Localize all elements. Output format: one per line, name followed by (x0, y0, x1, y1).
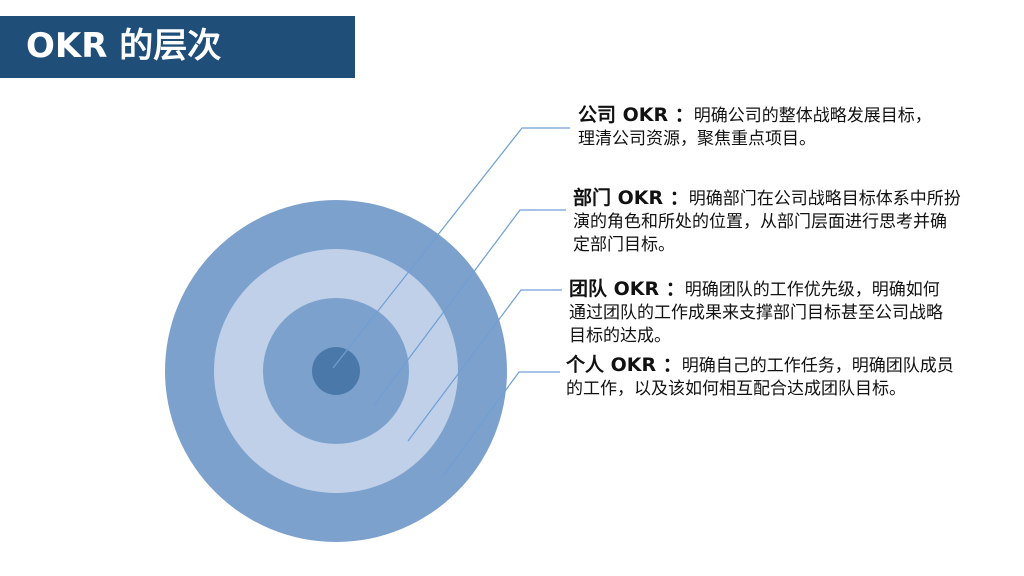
level-individual-text: 明确自己的工作任务，明确团队成员的工作，以及该如何相互配合达成团队目标。 (566, 356, 954, 399)
level-team-description: 团队 OKR ：明确团队的工作优先级，明确如何通过团队的工作成果来支撑部门目标甚… (569, 278, 949, 348)
leader-line-individual (442, 371, 560, 477)
level-department-heading: 部门 OKR ： (573, 187, 689, 209)
ring-core (312, 347, 360, 395)
level-individual-description: 个人 OKR ：明确自己的工作任务，明确团队成员的工作，以及该如何相互配合达成团… (566, 354, 966, 401)
level-team-text: 明确团队的工作优先级，明确如何通过团队的工作成果来支撑部门目标甚至公司战略目标的… (569, 280, 943, 346)
slide-title: OKR 的层次 (26, 26, 222, 66)
level-department-description: 部门 OKR ：明确部门在公司战略目标体系中所扮演的角色和所处的位置，从部门层面… (573, 187, 963, 257)
level-company-text: 明确公司的整体战略发展目标，理清公司资源，聚焦重点项目。 (578, 106, 932, 149)
leader-line-company (332, 127, 570, 369)
level-department-text: 明确部门在公司战略目标体系中所扮演的角色和所处的位置，从部门层面进行思考并确定部… (573, 189, 961, 255)
leader-line-department (373, 209, 566, 406)
level-team-heading: 团队 OKR ： (569, 278, 685, 300)
level-company-description: 公司 OKR ：明确公司的整体战略发展目标，理清公司资源，聚焦重点项目。 (578, 104, 938, 151)
leader-line-team (407, 289, 562, 442)
title-bar: OKR 的层次 (0, 16, 355, 78)
level-individual-heading: 个人 OKR ： (566, 354, 682, 376)
level-company-heading: 公司 OKR ： (578, 104, 694, 126)
